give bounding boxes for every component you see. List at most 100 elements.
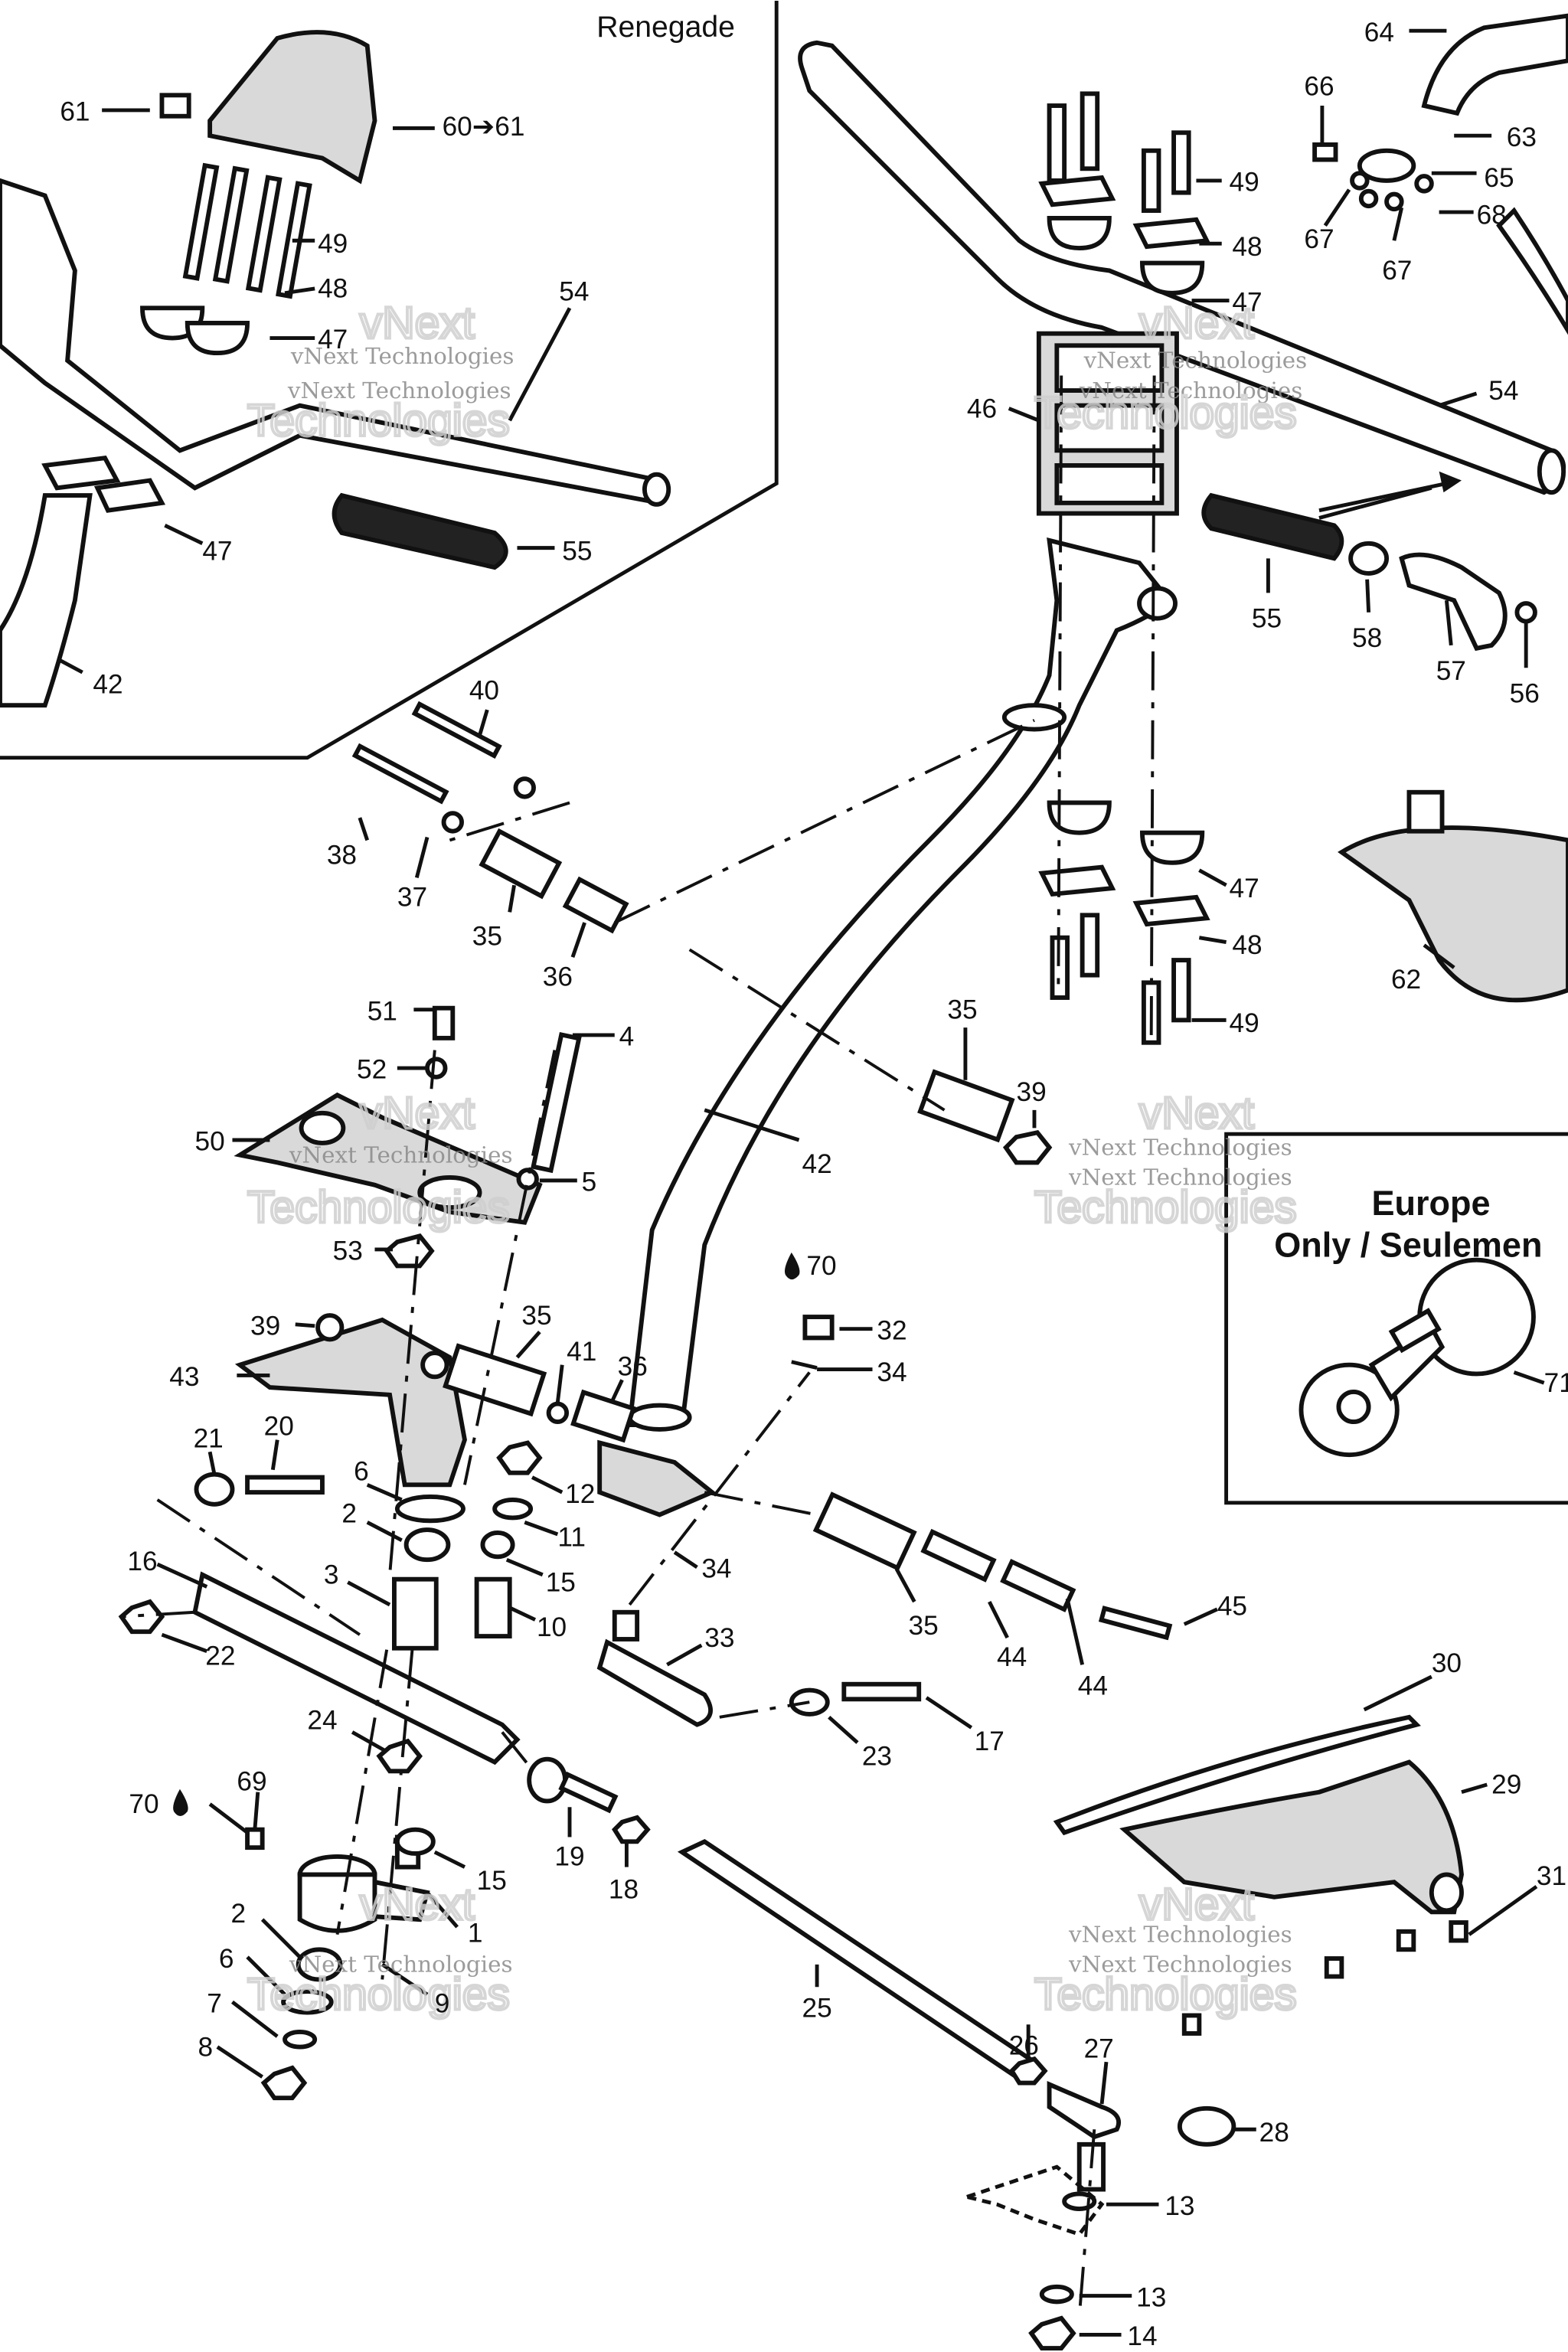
callout-label: 16 [127, 1547, 157, 1576]
renegade-grip-55 [332, 492, 508, 570]
watermark-text: Technologies [1034, 1183, 1297, 1233]
callout-label: 49 [1230, 1008, 1259, 1038]
callout-label: 8 [198, 2032, 213, 2062]
callout-label: 5 [582, 1168, 597, 1197]
callout-label: 13 [1165, 2191, 1194, 2221]
callout-label: 11 [557, 1523, 586, 1553]
watermark-text: vNext Technologies [289, 1142, 513, 1168]
callout-label: 23 [862, 1741, 892, 1771]
callout-label: 18 [609, 1875, 639, 1905]
callout-label: 66 [1304, 71, 1334, 101]
grip-55-main [1201, 492, 1344, 561]
watermarks: vNext Technologies vNext Technologies vN… [246, 297, 1307, 2021]
callout-label: 2 [231, 1899, 247, 1929]
nut-12-washer-11-bushing-15-10 [474, 1440, 543, 1639]
mirror-hardware [1312, 142, 1434, 212]
boot-29-plate-30-rivets-31 [1053, 1714, 1468, 2036]
callout-label: 34 [701, 1554, 731, 1584]
callout-label: 49 [1230, 168, 1259, 198]
callout-label: 53 [333, 1236, 363, 1266]
bushing-35-41-36-mid [443, 1343, 636, 1443]
watermark-text: vNext Technologies [289, 1952, 513, 1978]
callout-label: 6 [354, 1456, 369, 1486]
callout-label: 38 [327, 841, 357, 871]
callout-label: 44 [1078, 1671, 1108, 1700]
spindle-arm-phantom [960, 2164, 1105, 2237]
callout-label: 27 [1084, 2034, 1114, 2063]
callout-label: 28 [1259, 2118, 1289, 2148]
renegade-column-42 [0, 493, 93, 708]
callout-label: 50 [195, 1127, 225, 1157]
europe-inset-title-line1: Europe [1372, 1184, 1491, 1223]
callout-label: 55 [562, 536, 592, 566]
renegade-handlebar [0, 178, 671, 507]
bushing-35-right-39 [917, 1069, 1053, 1165]
callout-label: 43 [169, 1362, 199, 1392]
callout-label: 32 [877, 1315, 906, 1345]
europe-inset-title-line2: Only / Seulemen [1274, 1226, 1542, 1265]
callout-label: 55 [1252, 603, 1282, 633]
link-rod-33 [596, 1609, 713, 1727]
watermark-text: Technologies [1034, 1970, 1297, 2020]
handlebar-main [798, 40, 1566, 495]
callout-label: 48 [1232, 930, 1262, 960]
callout-label: 47 [202, 536, 232, 566]
callout-label: 40 [469, 675, 499, 705]
bushing-15-low [394, 1827, 436, 1856]
tie-rod-19-18-25-26-27 [527, 1756, 1122, 2140]
callout-label: 68 [1477, 201, 1507, 230]
watermark-text: Technologies [1034, 388, 1297, 438]
callout-label: 36 [618, 1351, 648, 1381]
callout-label: 29 [1491, 1770, 1521, 1800]
callout-label: 35 [521, 1301, 551, 1331]
callout-label: 4 [619, 1022, 635, 1052]
bracket-50 [234, 1092, 543, 1225]
assembly-lines [119, 375, 1156, 2318]
watermark-text: Technologies [247, 1183, 510, 1233]
callout-label: 20 [264, 1412, 294, 1442]
callout-label: 64 [1364, 18, 1394, 47]
callout-label: 47 [318, 325, 348, 354]
top-clamp-hardware [1038, 91, 1210, 296]
callout-label: 37 [397, 883, 427, 913]
callout-label: 54 [559, 277, 589, 307]
watermark-text: vNext Technologies [1068, 1135, 1292, 1161]
callout-label: 35 [909, 1611, 939, 1641]
handguard-62 [1338, 789, 1568, 1003]
watermark-text: Technologies [247, 396, 510, 446]
watermark-text: Technologies [247, 1970, 510, 2020]
bolt-17-washer-23 [789, 1681, 922, 1717]
callout-label: 51 [368, 996, 397, 1026]
steering-column-42 [627, 537, 1178, 1432]
callout-label: 19 [554, 1842, 584, 1872]
callout-label: 60➔61 [443, 112, 525, 142]
bolt-4 [516, 1031, 582, 1191]
callout-label: 35 [947, 995, 977, 1024]
callout-label: 45 [1217, 1592, 1247, 1622]
bolts-38-40 [351, 701, 536, 834]
callout-label: 21 [194, 1423, 224, 1453]
callout-label: 17 [975, 1726, 1004, 1756]
callout-label: 15 [477, 1866, 507, 1896]
callout-label: 39 [250, 1312, 280, 1341]
callout-label: 42 [802, 1149, 831, 1179]
watermark-text: vNext Technologies [1068, 1952, 1292, 1978]
callout-label: 9 [435, 1989, 450, 2019]
callout-label: 34 [877, 1357, 906, 1387]
callout-label: 70 [806, 1251, 836, 1281]
watermark-text: vNext [1139, 1088, 1254, 1138]
renegade-bolts [41, 162, 312, 513]
callout-label: 49 [318, 229, 348, 259]
callout-label: 56 [1510, 678, 1540, 708]
callout-label: 24 [307, 1705, 337, 1735]
washers-6-2-spacer-3 [391, 1494, 466, 1651]
callout-label: 69 [237, 1767, 266, 1797]
horn-drawing [1298, 1257, 1536, 1458]
watermark-text: vNext [360, 299, 475, 348]
bushing-35-36-top [479, 828, 629, 934]
washers-2-6-7-nut-8 [260, 1947, 343, 2101]
callout-label: 15 [546, 1567, 576, 1597]
callout-label: 61 [60, 97, 90, 127]
watermark-text: vNext Technologies [290, 343, 514, 369]
